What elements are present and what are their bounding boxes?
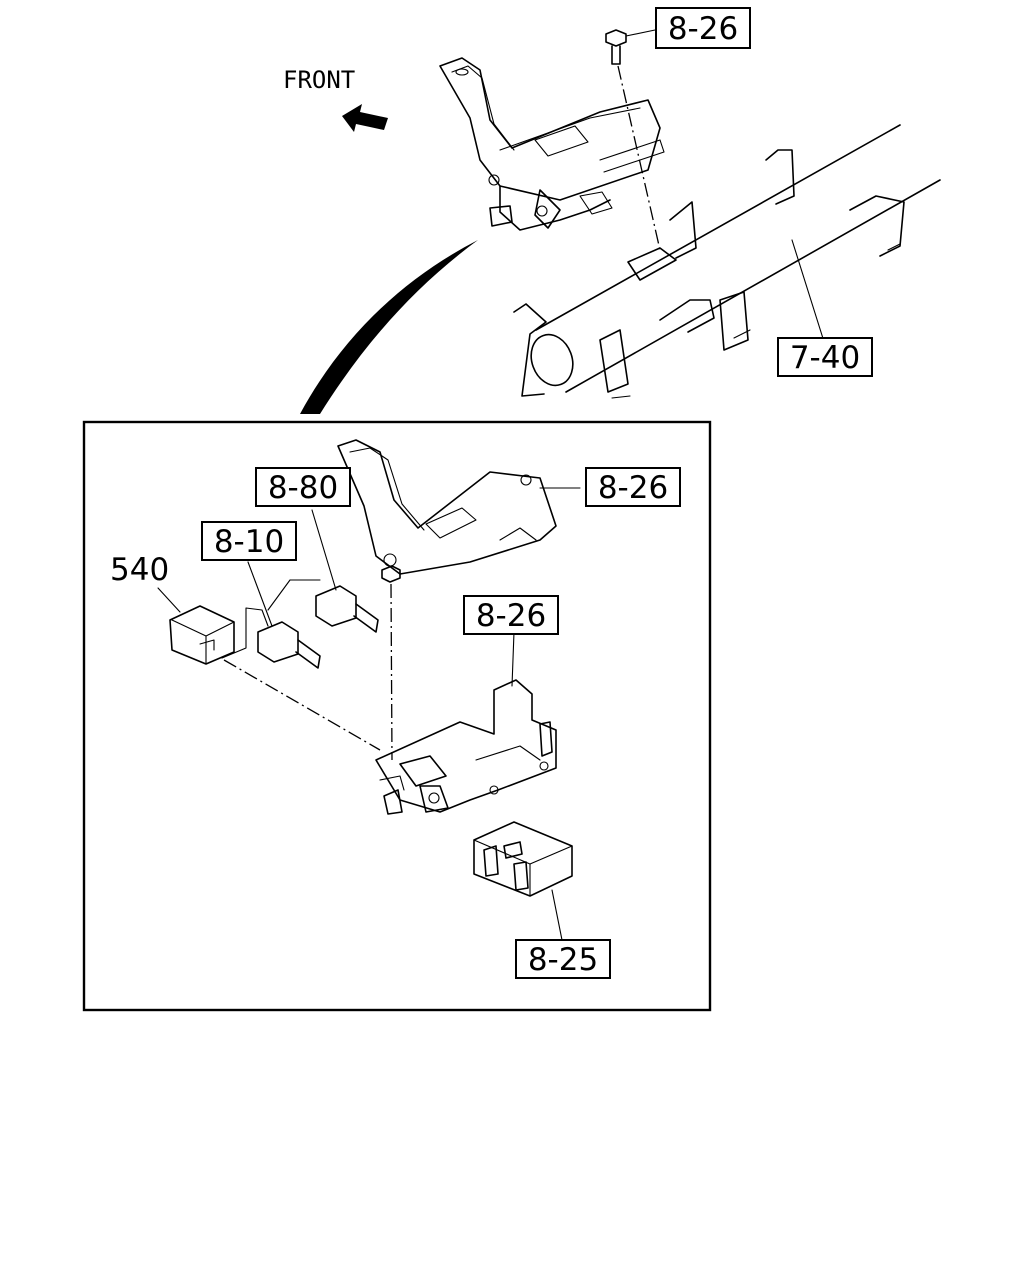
svg-text:8-26: 8-26 [598, 470, 668, 506]
upper-bracket-assembly [439, 57, 665, 231]
front-direction-label: FRONT [283, 66, 355, 94]
svg-text:8-25: 8-25 [528, 942, 598, 978]
svg-text:8-26: 8-26 [476, 598, 546, 634]
callout-bracket-upper: 8-26 [585, 467, 681, 507]
callout-connector-8-10: 8-10 [201, 521, 297, 561]
svg-text:8-80: 8-80 [268, 470, 338, 506]
connector-8-80 [311, 509, 379, 633]
svg-text:8-10: 8-10 [214, 524, 284, 560]
callout-crossmember: 7-40 [777, 337, 873, 377]
detail-pointer-arrow [300, 240, 478, 414]
callout-cover: 8-25 [515, 939, 611, 979]
connector-8-10 [247, 561, 321, 669]
callout-relay-540: 540 [110, 552, 169, 588]
wire-harness [221, 607, 269, 659]
svg-text:8-26: 8-26 [668, 11, 738, 47]
crossmember-tube [513, 124, 941, 399]
svg-text:7-40: 7-40 [790, 340, 860, 376]
relay-cover [473, 821, 573, 941]
detail-lower-bracket [375, 631, 557, 815]
callout-top-bolt: 8-26 [655, 7, 751, 49]
detail-frame [82, 420, 712, 1012]
detail-upper-bracket [337, 439, 581, 575]
callout-connector-8-80: 8-80 [255, 467, 351, 507]
relay-540 [157, 587, 381, 751]
front-arrow-icon [342, 104, 388, 132]
callout-bracket-lower: 8-26 [463, 595, 559, 635]
top-bolt [605, 29, 661, 251]
detail-screw [381, 565, 401, 761]
wire-harness-2 [267, 579, 321, 611]
